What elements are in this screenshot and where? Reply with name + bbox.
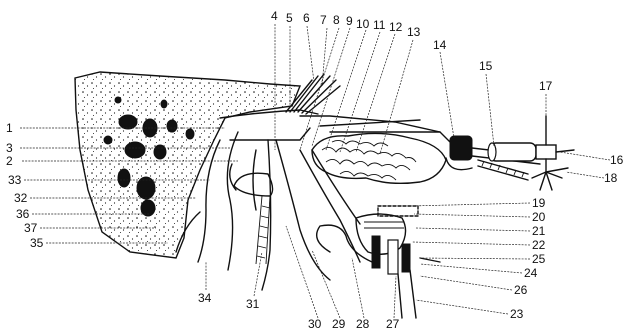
t-connector [536,116,574,159]
label-22: 22 [532,238,546,252]
label-37: 37 [24,221,38,235]
nerve-loop [317,225,372,262]
label-7: 7 [320,13,327,27]
label-33: 33 [8,173,22,187]
label-26: 26 [514,283,528,297]
label-11: 11 [373,18,386,32]
label-23: 23 [510,307,524,321]
ganglion-cluster [356,206,418,274]
vessel-bundle [256,196,270,264]
label-32: 32 [14,191,28,205]
label-6: 6 [303,11,310,25]
label-19: 19 [532,196,546,210]
label-28: 28 [356,317,370,331]
label-10: 10 [356,17,370,31]
label-2: 2 [6,154,13,168]
label-25: 25 [532,252,546,266]
label-4: 4 [271,9,278,23]
label-8: 8 [333,13,340,27]
label-17: 17 [539,79,553,93]
label-27: 27 [386,317,400,331]
label-20: 20 [532,210,546,224]
label-35: 35 [30,236,44,250]
label-15: 15 [479,59,493,73]
label-14: 14 [433,38,447,52]
label-18: 18 [604,171,618,185]
label-24: 24 [524,266,538,280]
label-30: 30 [308,317,322,331]
label-3: 3 [6,141,13,155]
label-9: 9 [346,14,353,28]
label-12: 12 [389,20,403,34]
label-29: 29 [332,317,346,331]
label-5: 5 [286,11,293,25]
label-16: 16 [610,153,624,167]
label-1: 1 [6,121,13,135]
cylinder [488,143,536,161]
label-13: 13 [407,25,421,39]
bone-block [75,72,300,258]
label-34: 34 [198,291,212,305]
hatched-rod [478,160,528,180]
label-21: 21 [532,224,546,238]
label-31: 31 [246,297,260,311]
label-36: 36 [16,207,30,221]
